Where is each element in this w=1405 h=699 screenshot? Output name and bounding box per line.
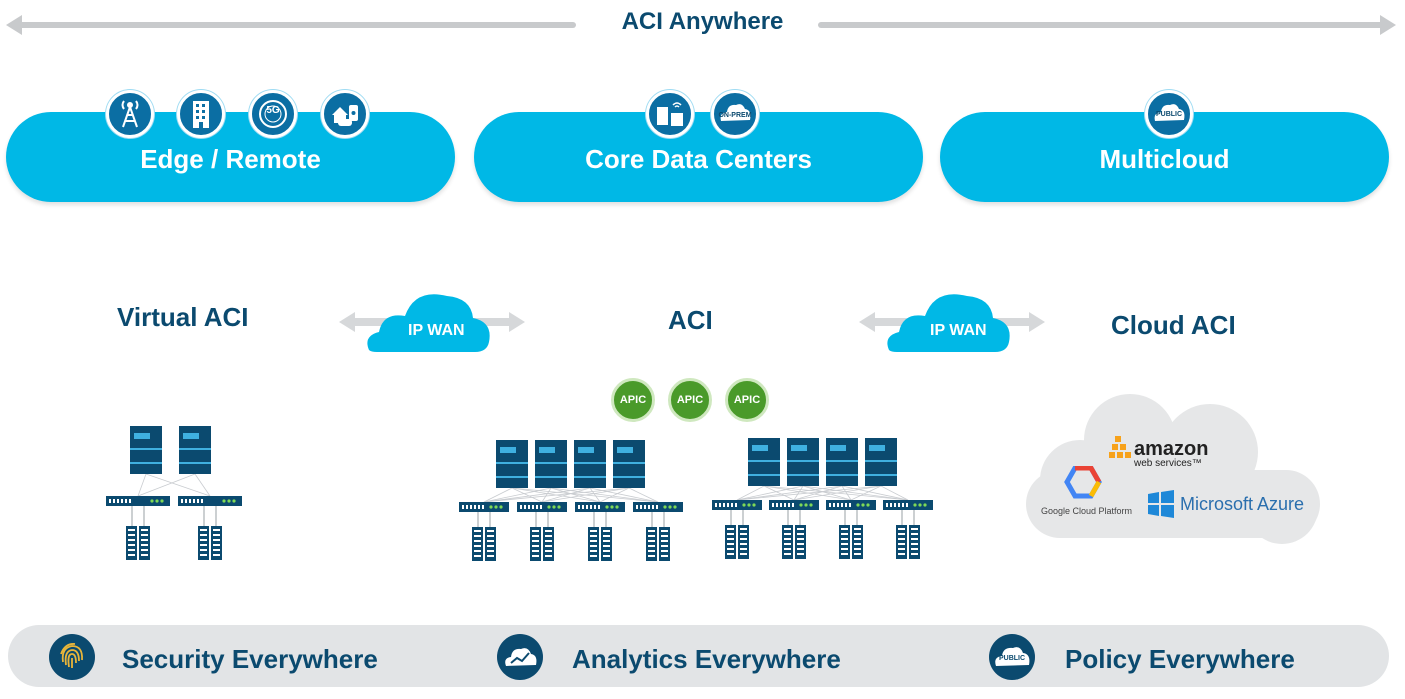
location-edge-remote: Edge / Remote <box>6 112 455 202</box>
apic-controller: APIC <box>725 378 769 422</box>
cloud-aci-label: Cloud ACI <box>1111 310 1236 340</box>
aci-fabric-pod-1 <box>459 440 683 561</box>
analytics-everywhere-label: Analytics Everywhere <box>572 644 841 674</box>
server-rack <box>530 527 554 561</box>
server-rack <box>646 527 670 561</box>
server-rack <box>472 527 496 561</box>
leaf-switch <box>459 502 509 512</box>
spine-switch <box>613 440 645 488</box>
ip-wan-label: IP WAN <box>930 322 987 339</box>
building-icon <box>177 90 225 138</box>
security-everywhere-label: Security Everywhere <box>122 644 378 674</box>
on-prem-cloud-icon <box>711 90 759 138</box>
spine-switch <box>865 438 897 486</box>
spine-switch <box>535 440 567 488</box>
server-rack <box>839 525 863 559</box>
cloud-providers-cloud <box>1026 394 1320 544</box>
leaf-switch <box>769 500 819 510</box>
location-label: Multicloud <box>1099 143 1230 174</box>
smart-home-icon <box>321 90 369 138</box>
aci-label: ACI <box>668 305 713 335</box>
leaf-switch <box>712 500 762 510</box>
cell-tower-icon <box>106 90 154 138</box>
location-core-data-centers: Core Data Centers <box>474 112 923 202</box>
server-rack <box>896 525 920 559</box>
server-rack <box>782 525 806 559</box>
aci-anywhere-arrow <box>6 15 1396 35</box>
analytics-cloud-icon <box>497 634 543 680</box>
google-cloud-logo-icon <box>1064 466 1102 499</box>
leaf-switch <box>517 502 567 512</box>
spine-switch <box>826 438 858 486</box>
server-rack <box>588 527 612 561</box>
ip-wan-link-left <box>339 294 525 352</box>
data-center-icon <box>646 90 694 138</box>
ip-wan-link-right <box>859 294 1045 352</box>
server-rack <box>198 526 222 560</box>
spine-switch <box>574 440 606 488</box>
azure-name: Microsoft Azure <box>1180 494 1305 514</box>
virtual-aci-label: Virtual ACI <box>117 302 249 332</box>
aws-logo-icon <box>1109 436 1131 458</box>
location-label: Edge / Remote <box>140 143 321 174</box>
google-cloud-name: Google Cloud Platform <box>1041 506 1133 516</box>
public-badge: PUBLIC <box>998 655 1026 662</box>
public-badge: PUBLIC <box>1155 111 1183 118</box>
leaf-switch <box>883 500 933 510</box>
apic-controller: APIC <box>668 378 712 422</box>
leaf-switch <box>633 502 683 512</box>
on-prem-badge: ON-PREM <box>718 112 752 119</box>
fingerprint-icon <box>49 634 95 680</box>
azure-logo-icon <box>1148 490 1174 518</box>
spine-switch <box>179 426 211 474</box>
spine-switch <box>130 426 162 474</box>
virtual-aci-fabric <box>106 426 242 560</box>
5g-icon <box>249 90 297 138</box>
spine-switch <box>748 438 780 486</box>
spine-switch <box>496 440 528 488</box>
server-rack <box>725 525 749 559</box>
public-cloud-icon <box>1145 90 1193 138</box>
leaf-switch <box>575 502 625 512</box>
ip-wan-label: IP WAN <box>408 322 465 339</box>
location-label: Core Data Centers <box>585 143 812 174</box>
spine-switch <box>787 438 819 486</box>
leaf-switch <box>178 496 242 506</box>
aci-fabric-pod-2 <box>712 438 933 559</box>
leaf-switch <box>826 500 876 510</box>
leaf-switch <box>106 496 170 506</box>
public-cloud-icon <box>989 634 1035 680</box>
capabilities-bar <box>8 625 1389 687</box>
policy-everywhere-label: Policy Everywhere <box>1065 644 1295 674</box>
aws-subtitle: web services™ <box>1134 458 1202 469</box>
5g-badge: 5G <box>266 105 280 116</box>
server-rack <box>126 526 150 560</box>
apic-controller: APIC <box>611 378 655 422</box>
aws-name: amazon <box>1134 438 1209 460</box>
